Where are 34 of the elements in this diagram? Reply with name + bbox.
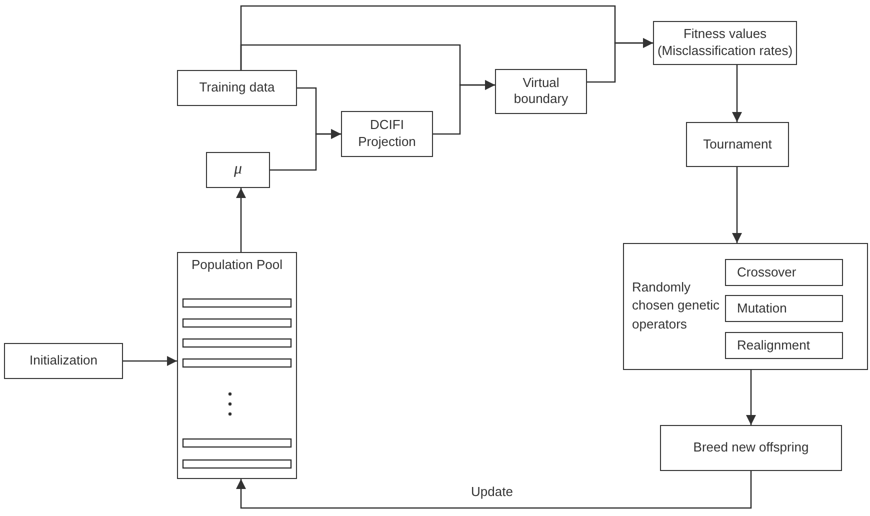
process-box: [686, 122, 789, 167]
process-box: [4, 343, 123, 379]
node-label: Randomly chosen genetic operators: [632, 278, 720, 334]
process-box: [177, 70, 297, 106]
arrow: [236, 188, 246, 252]
node-label: Virtual boundary: [512, 74, 570, 108]
arrow: [123, 356, 177, 366]
node-label: Tournament: [702, 136, 773, 153]
node-label: Mutation: [737, 300, 787, 317]
process-box: [495, 69, 587, 114]
process-box: [725, 259, 843, 286]
arrow: [433, 80, 495, 135]
process-box: [660, 425, 842, 471]
arrow: [732, 167, 742, 243]
arrow: [746, 370, 756, 425]
group-panel: [623, 243, 868, 370]
process-box: [725, 295, 843, 322]
node-label: Initialization: [28, 352, 98, 370]
process-box: [177, 252, 297, 479]
arrow: [732, 65, 742, 122]
node-label: Training data: [198, 80, 276, 96]
node-label: Population Pool: [190, 257, 284, 274]
node-label: Realignment: [737, 337, 810, 354]
node-label: DCIFI Projection: [357, 117, 417, 151]
process-box: [725, 332, 843, 359]
arrow: [587, 38, 653, 83]
process-box: [341, 111, 433, 157]
node-label: Crossover: [737, 264, 796, 281]
process-box: [206, 152, 270, 188]
node-label: μ: [232, 160, 244, 180]
arrow: [236, 471, 752, 509]
node-label: Fitness values (Misclassification rates): [656, 26, 794, 60]
arrow: [270, 129, 341, 171]
node-label: Breed new offspring: [692, 440, 810, 456]
